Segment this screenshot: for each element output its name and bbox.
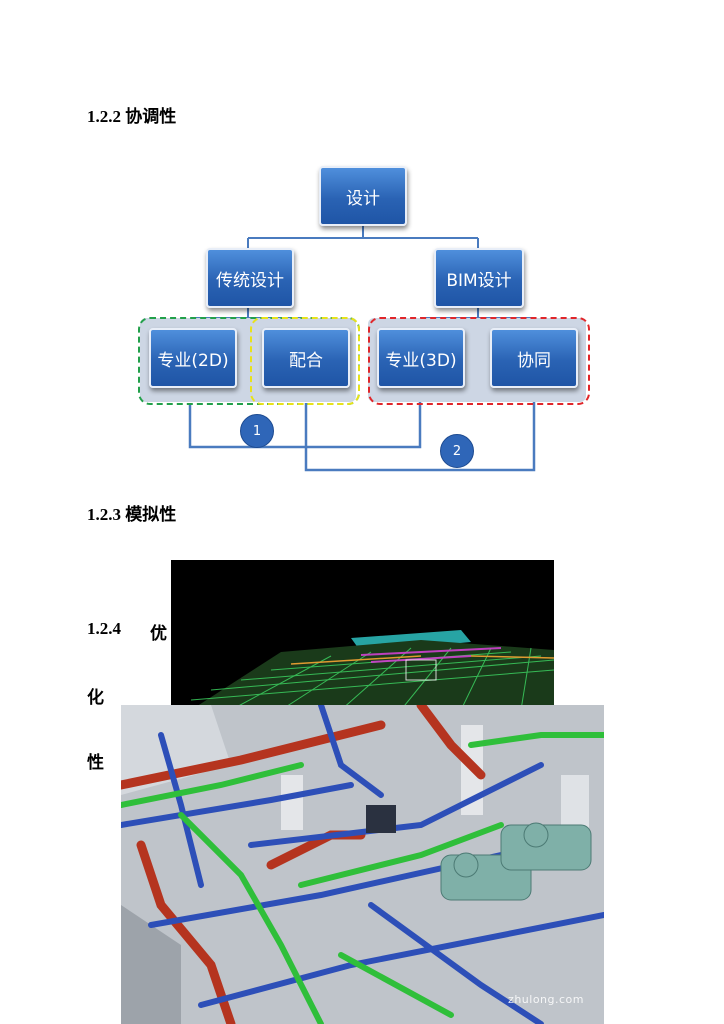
section-heading-optimization-number: 1.2.4	[87, 619, 121, 638]
flow-label-2: 2	[440, 434, 474, 468]
optimization-heading-char-3: 性	[87, 753, 104, 773]
node-design: 设计	[319, 166, 407, 226]
red-dashed-outline	[368, 317, 590, 405]
node-traditional-design: 传统设计	[206, 248, 294, 308]
section-heading-coordination: 1.2.2 协调性	[87, 107, 177, 126]
node-collaboration: 协同	[490, 328, 578, 388]
flow-label-1: 1	[240, 414, 274, 448]
yellow-dashed-outline	[250, 317, 360, 405]
node-discipline-2d: 专业(2D)	[149, 328, 237, 388]
mep-piping-graphic	[121, 705, 604, 1024]
node-cooperation: 配合	[262, 328, 350, 388]
node-discipline-3d: 专业(3D)	[377, 328, 465, 388]
section-heading-simulation: 1.2.3 模拟性	[87, 505, 177, 524]
bim-model-render	[171, 560, 555, 711]
optimization-heading-char-1: 优	[150, 624, 167, 644]
bim-wireframe-graphic	[171, 560, 555, 711]
mep-piping-render: zhulong.com	[121, 705, 604, 1024]
watermark-text: zhulong.com	[508, 993, 584, 1006]
node-bim-design: BIM设计	[434, 248, 524, 308]
coordination-diagram: 设计 传统设计 BIM设计 专业(2D) 配合 专业(3D) 协同 1 2	[138, 160, 598, 480]
optimization-heading-char-2: 化	[87, 688, 104, 708]
